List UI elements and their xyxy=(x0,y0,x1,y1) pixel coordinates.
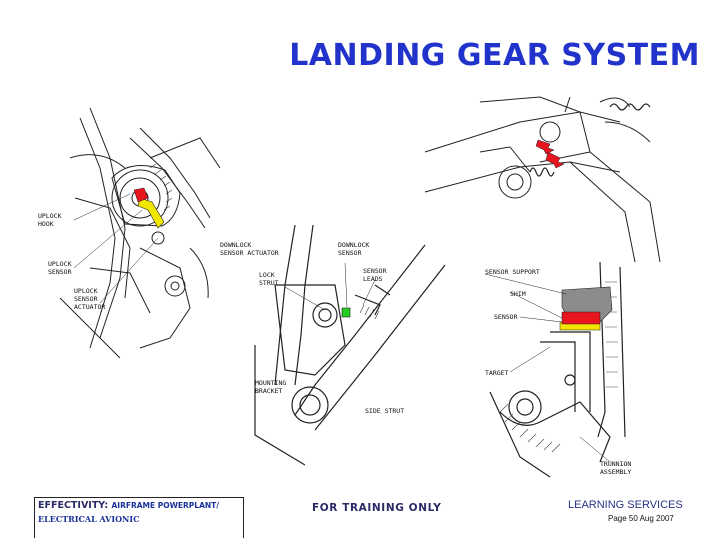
svg-text:SENSOR: SENSOR xyxy=(494,313,518,321)
effectivity-box xyxy=(34,497,244,538)
trunnion-red-arrow-2 xyxy=(545,151,565,169)
sensor-detail-diagram: SENSOR SUPPORT SHIM SENSOR TARGET TRUNNI… xyxy=(484,262,631,478)
sensor-highlight xyxy=(561,311,601,325)
svg-text:SHIM: SHIM xyxy=(510,290,526,298)
downlock-sensor-highlight xyxy=(341,307,351,318)
training-notice: FOR TRAINING ONLY xyxy=(312,502,442,514)
page-title: LANDING GEAR SYSTEM xyxy=(289,38,700,73)
effectivity-line: EFFECTIVITY: AIRFRAME POWERPLANT/ xyxy=(38,500,219,511)
page-number: Page 50 Aug 2007 xyxy=(608,514,674,523)
learning-services: LEARNING SERVICES xyxy=(568,499,683,511)
effectivity-value-2: ELECTRICAL AVIONIC xyxy=(38,514,140,524)
effectivity-label: EFFECTIVITY: xyxy=(38,500,109,511)
trunnion-red-arrow-1 xyxy=(535,139,555,155)
svg-text:SIDE STRUT: SIDE STRUT xyxy=(365,407,404,415)
effectivity-value: AIRFRAME POWERPLANT/ xyxy=(111,501,220,510)
uplock-red-marker xyxy=(133,187,149,203)
svg-text:SENSOR SUPPORT: SENSOR SUPPORT xyxy=(485,268,540,276)
trunnion-overview-diagram xyxy=(424,96,661,262)
svg-text:TARGET: TARGET xyxy=(485,369,509,377)
uplock-sensor-highlight xyxy=(137,197,165,229)
